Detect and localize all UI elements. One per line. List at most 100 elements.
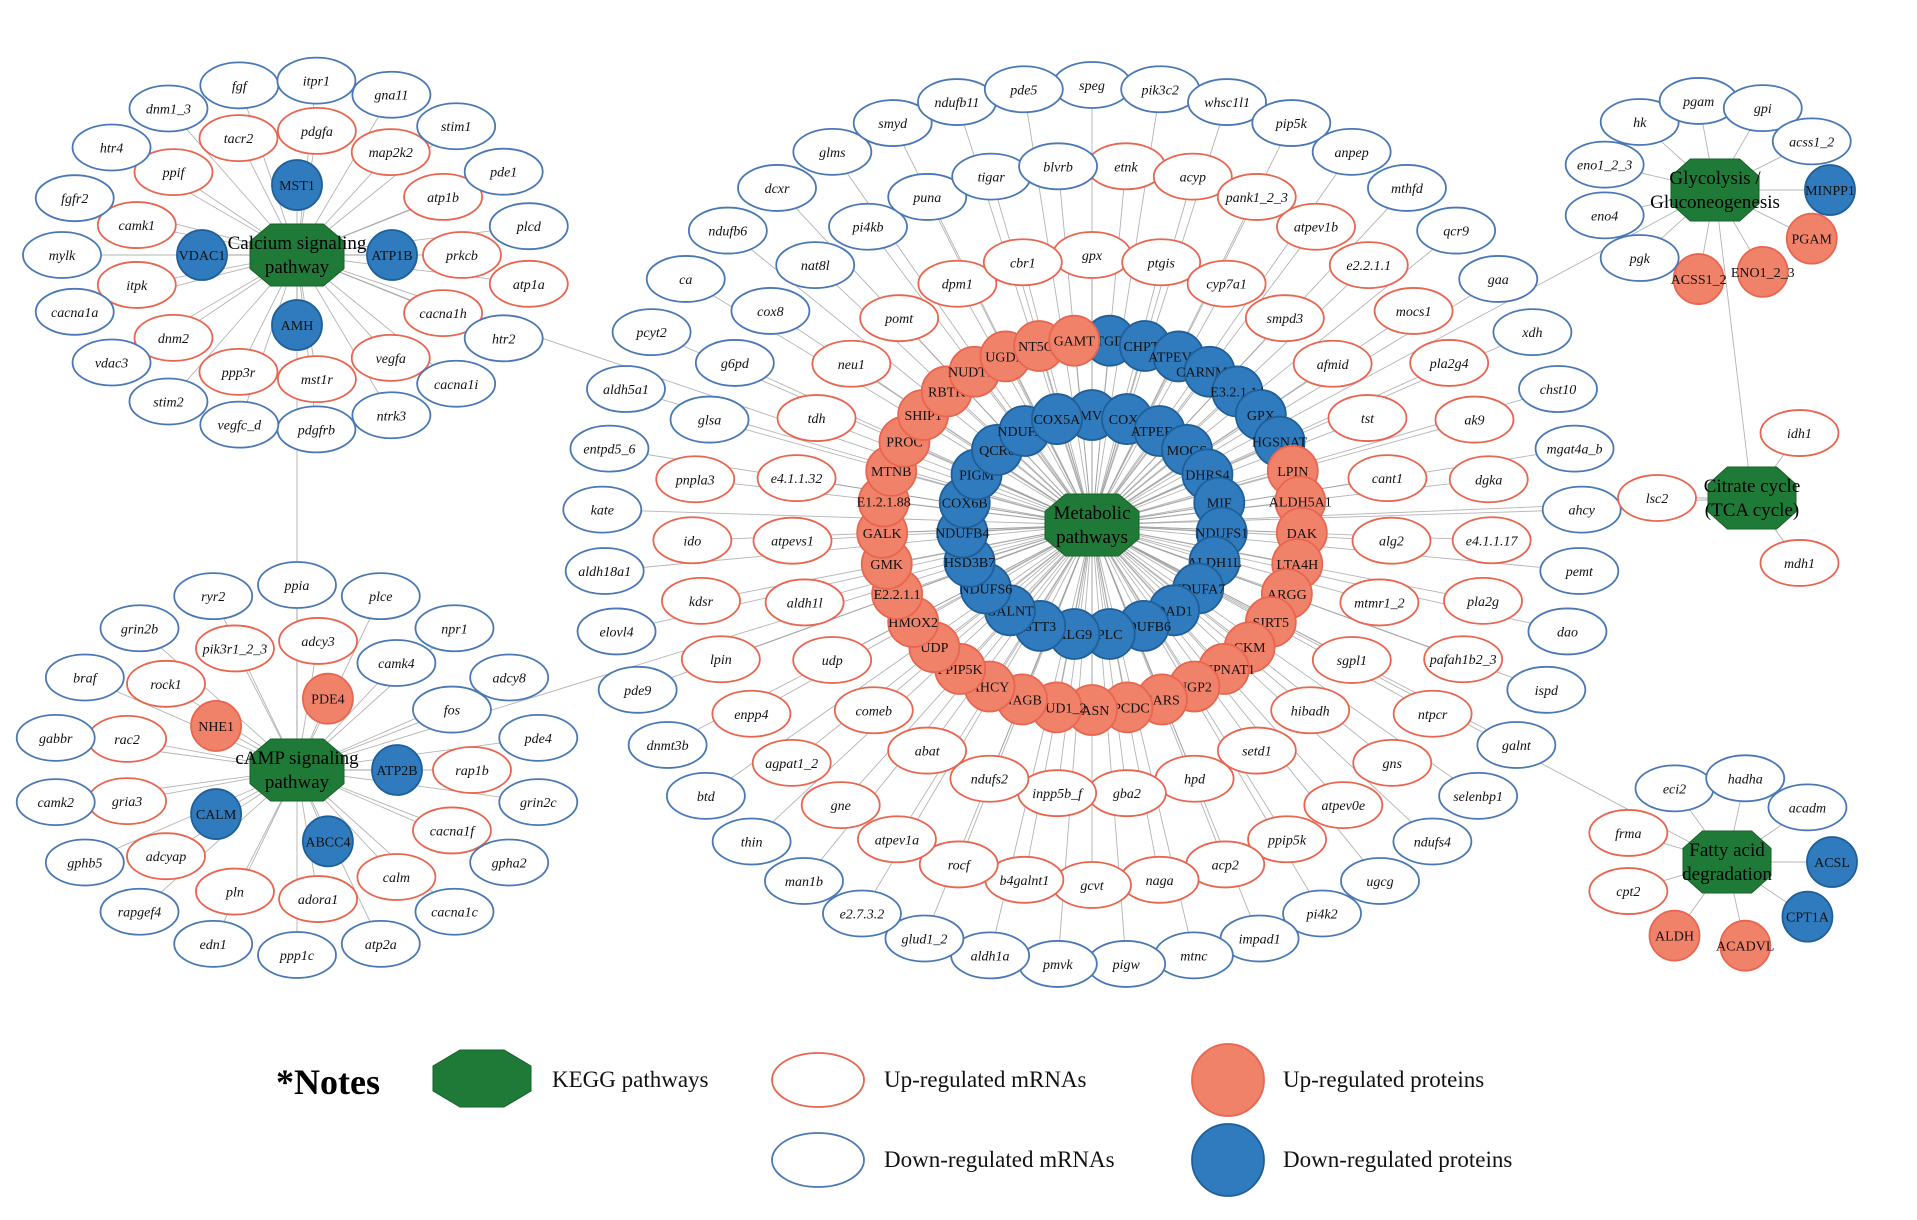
- node-label-elovl4: elovl4: [599, 625, 633, 640]
- node-label-gcvt: gcvt: [1080, 879, 1104, 894]
- node-camk4: [356, 639, 437, 687]
- node-idh1: [1759, 409, 1840, 457]
- node-adora1: [278, 875, 358, 923]
- hub-calcium: [249, 223, 345, 287]
- node-e4-1-1-32: [756, 454, 837, 503]
- hub-label-fatty-1: degradation: [1682, 864, 1772, 885]
- node-label-vegfc-d: vegfc_d: [218, 419, 263, 434]
- node-label-enpp4: enpp4: [734, 708, 768, 723]
- node-label-galk: GALK: [863, 527, 902, 542]
- edge-metabolic-ndufs4: [1091, 524, 1433, 842]
- node-label-anpep: anpep: [1335, 146, 1369, 161]
- hub-link-glycolysis-tca: [1714, 189, 1753, 499]
- node-label-entpd5-6: entpd5_6: [583, 443, 635, 458]
- node-htr4: [71, 123, 152, 172]
- node-acyp: [1152, 152, 1233, 201]
- node-label-dgka: dgka: [1475, 473, 1502, 488]
- node-glud1-2: [884, 914, 965, 963]
- node-label-gabbr: gabbr: [39, 732, 73, 747]
- node-dnm1-3: [128, 84, 209, 133]
- hub-tca: [1707, 466, 1797, 530]
- node-label-calm: CALM: [196, 808, 237, 823]
- node-label-plcd: plcd: [516, 220, 542, 235]
- node-label-grin2b: grin2b: [121, 622, 158, 637]
- node-label-mtnb: MTNB: [871, 465, 911, 480]
- node-gpi: [1722, 84, 1803, 133]
- node-label-cacna1c: cacna1c: [431, 906, 478, 921]
- node-frma: [1588, 809, 1669, 857]
- node-qcr9: [1416, 206, 1497, 255]
- node-label-cpt1a: CPT1A: [1786, 911, 1830, 926]
- node-label-e4-1-1-17: e4.1.1.17: [1466, 534, 1519, 549]
- node-rocf: [918, 840, 999, 889]
- node-atpev0e: [1303, 781, 1384, 829]
- node-label-atp2b: ATP2B: [376, 764, 417, 779]
- node-label-inpp5b-f: inpp5b_f: [1032, 787, 1084, 802]
- node-label-plc: PLC: [1097, 628, 1123, 643]
- node-cacna1i: [416, 359, 497, 408]
- node-label-kdsr: kdsr: [689, 595, 714, 610]
- node-label-comeb: comeb: [856, 704, 893, 719]
- node-label-vdac1: VDAC1: [179, 249, 226, 264]
- hub-label-glycolysis-0: Glycolysis /: [1669, 168, 1761, 189]
- node-label-neu1: neu1: [838, 358, 865, 373]
- node-label-ndufs4: ndufs4: [1414, 836, 1451, 851]
- node-label-gns: gns: [1383, 757, 1403, 772]
- node-label-camk4: camk4: [378, 657, 415, 672]
- node-label-man1b: man1b: [785, 875, 823, 890]
- node-mdh1: [1759, 539, 1840, 587]
- node-label-atpev0e: atpev0e: [1322, 799, 1366, 814]
- node-calm: [190, 788, 242, 840]
- node-label-adora1: adora1: [298, 893, 338, 908]
- node-label-mst1: MST1: [279, 179, 315, 194]
- node-label-plce: plce: [368, 590, 392, 605]
- node-label-e2-2-1-1: e2.2.1.1: [1346, 259, 1391, 274]
- node-setd1: [1216, 726, 1297, 775]
- node-label-cpt2: cpt2: [1616, 885, 1640, 900]
- node-braf: [44, 653, 125, 702]
- legend-up-protein-label: Up-regulated proteins: [1283, 1067, 1484, 1092]
- node-label-acyp: acyp: [1180, 171, 1206, 186]
- node-label-speg: speg: [1079, 79, 1105, 94]
- node-galnt: [1476, 721, 1557, 769]
- node-stim2: [128, 377, 209, 426]
- node-label-kate: kate: [591, 504, 614, 519]
- node-gphb5: [44, 838, 125, 887]
- node-label-nat8l: nat8l: [801, 259, 830, 274]
- node-acsl: [1806, 836, 1858, 888]
- node-adcy3: [278, 617, 358, 665]
- node-label-idh1: idh1: [1787, 427, 1812, 442]
- legend-up-protein-swatch: [1191, 1043, 1265, 1117]
- node-gpha2: [469, 838, 550, 887]
- node-pank1-2-3: [1216, 173, 1297, 221]
- node-pde9: [597, 665, 678, 714]
- node-label-gmk: GMK: [870, 558, 903, 573]
- node-label-cyp7a1: cyp7a1: [1206, 278, 1246, 293]
- node-label-mocs1: mocs1: [1396, 305, 1432, 320]
- node-label-frma: frma: [1615, 827, 1641, 842]
- node-label-gne: gne: [831, 799, 851, 814]
- node-htr2: [463, 314, 544, 363]
- node-acss1-2: [1672, 253, 1725, 305]
- node-smyd: [852, 99, 933, 147]
- node-label-mylk: mylk: [49, 249, 76, 264]
- node-label-acss1-2: acss1_2: [1789, 135, 1834, 150]
- node-label-qcr9: qcr9: [1443, 225, 1469, 240]
- node-btd: [665, 771, 746, 820]
- node-label-pgam: pgam: [1682, 95, 1714, 110]
- edge-metabolic-dpm1: [956, 283, 1093, 526]
- hub-label-camp-1: pathway: [265, 772, 330, 793]
- node-cacna1h: [403, 289, 484, 337]
- node-label-ntpcr: ntpcr: [1418, 708, 1448, 723]
- node-elovl4: [576, 607, 657, 656]
- node-label-glsa: glsa: [698, 414, 721, 429]
- node-neu1: [811, 339, 892, 388]
- hub-camp: [249, 738, 345, 802]
- node-aldh18a1: [564, 547, 645, 595]
- node-label-pik3r1-2-3: pik3r1_2_3: [202, 642, 268, 657]
- node-label-ppif: ppif: [162, 166, 187, 181]
- node-gabbr: [15, 713, 96, 762]
- node-label-stim1: stim1: [441, 120, 471, 135]
- node-hk: [1599, 98, 1680, 146]
